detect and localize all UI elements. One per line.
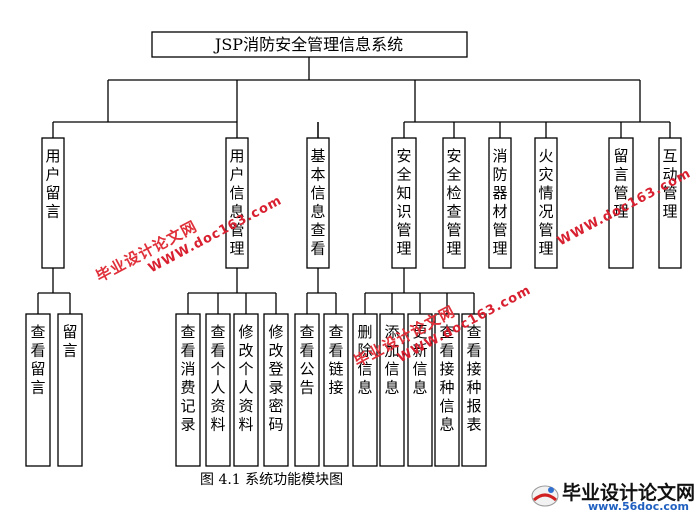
submodule-user-message-1-label: 留言 <box>62 323 77 360</box>
module-equipment-frame <box>488 137 512 269</box>
module-fire-status-label: 火灾情况管理 <box>538 147 553 258</box>
submodule-user-message-1-frame <box>57 313 83 467</box>
submodule-user-info-0: 查看消费记录 <box>175 313 201 467</box>
submodule-basic-info-1-label: 查看链接 <box>328 323 343 397</box>
submodule-user-info-2-label: 修改个人资料 <box>238 323 253 434</box>
submodule-basic-info-1: 查看链接 <box>323 313 349 467</box>
submodule-safety-knowledge-4: 查看接种报表 <box>461 313 487 467</box>
submodule-safety-knowledge-0-frame <box>352 313 378 467</box>
module-safety-check-frame <box>442 137 466 269</box>
module-user-message-label: 用户留言 <box>45 147 60 221</box>
module-user-info-frame <box>225 137 249 269</box>
module-basic-info-label: 基本信息查看 <box>310 147 325 258</box>
module-interaction-label: 互动管理 <box>662 147 677 221</box>
submodule-safety-knowledge-2-label: 更新信息 <box>412 323 427 397</box>
module-user-info: 用户信息管理 <box>225 137 249 269</box>
submodule-safety-knowledge-2: 更新信息 <box>407 313 433 467</box>
module-interaction-frame <box>658 137 682 269</box>
module-fire-status: 火灾情况管理 <box>534 137 558 269</box>
root-box: JSP消防安全管理信息系统 <box>151 31 468 58</box>
submodule-basic-info-1-frame <box>323 313 349 467</box>
module-equipment-label: 消防器材管理 <box>492 147 507 258</box>
connector-lines <box>37 57 671 314</box>
submodule-user-info-0-frame <box>175 313 201 467</box>
submodule-user-info-3: 修改登录密码 <box>263 313 289 467</box>
submodule-safety-knowledge-3-frame <box>434 313 460 467</box>
submodule-user-info-3-label: 修改登录密码 <box>268 323 283 434</box>
submodule-user-info-0-label: 查看消费记录 <box>180 323 195 434</box>
module-safety-knowledge-frame <box>391 137 417 269</box>
module-message-admin-label: 留言管理 <box>613 147 628 221</box>
submodule-user-info-1: 查看个人资料 <box>205 313 231 467</box>
submodule-safety-knowledge-1-frame <box>379 313 405 467</box>
module-message-admin: 留言管理 <box>608 137 634 269</box>
submodule-safety-knowledge-1: 添加信息 <box>379 313 405 467</box>
submodule-user-info-2: 修改个人资料 <box>233 313 259 467</box>
globe-book-icon <box>531 485 559 507</box>
submodule-safety-knowledge-3: 查看接种信息 <box>434 313 460 467</box>
submodule-user-info-1-frame <box>205 313 231 467</box>
module-safety-check: 安全检查管理 <box>442 137 466 269</box>
submodule-safety-knowledge-3-label: 查看接种信息 <box>439 323 454 434</box>
logo-title: 毕业设计论文网 <box>562 482 696 504</box>
figure-caption: 图 4.1 系统功能模块图 <box>200 472 344 488</box>
root-box-frame <box>151 31 468 58</box>
submodule-basic-info-0-frame <box>294 313 320 467</box>
submodule-basic-info-0: 查看公告 <box>294 313 320 467</box>
submodule-user-message-1: 留言 <box>57 313 83 467</box>
submodule-safety-knowledge-1-label: 添加信息 <box>384 323 399 397</box>
submodule-safety-knowledge-4-label: 查看接种报表 <box>466 323 481 434</box>
submodule-safety-knowledge-4-frame <box>461 313 487 467</box>
submodule-safety-knowledge-0: 删除信息 <box>352 313 378 467</box>
root-title: JSP消防安全管理信息系统 <box>213 35 403 54</box>
submodule-user-info-3-frame <box>263 313 289 467</box>
module-safety-check-label: 安全检查管理 <box>446 147 461 258</box>
module-basic-info: 基本信息查看 <box>306 137 330 269</box>
submodule-safety-knowledge-0-label: 删除信息 <box>357 323 372 397</box>
module-interaction: 互动管理 <box>658 137 682 269</box>
site-logo: 毕业设计论文网 www.56doc.com <box>530 478 696 513</box>
submodule-user-message-0: 查看留言 <box>25 313 51 467</box>
module-safety-knowledge-label: 安全知识管理 <box>396 147 411 258</box>
module-equipment: 消防器材管理 <box>488 137 512 269</box>
submodule-safety-knowledge-2-frame <box>407 313 433 467</box>
module-user-message-frame <box>41 137 65 269</box>
module-message-admin-frame <box>608 137 634 269</box>
module-basic-info-frame <box>306 137 330 269</box>
submodule-user-info-1-label: 查看个人资料 <box>210 323 225 434</box>
submodule-user-info-2-frame <box>233 313 259 467</box>
module-user-message: 用户留言 <box>41 137 65 269</box>
submodule-basic-info-0-label: 查看公告 <box>299 323 314 397</box>
module-user-info-label: 用户信息管理 <box>229 147 244 258</box>
module-fire-status-frame <box>534 137 558 269</box>
submodule-user-message-0-frame <box>25 313 51 467</box>
logo-url: www.56doc.com <box>588 500 689 513</box>
module-safety-knowledge: 安全知识管理 <box>391 137 417 269</box>
submodule-user-message-0-label: 查看留言 <box>30 323 45 397</box>
